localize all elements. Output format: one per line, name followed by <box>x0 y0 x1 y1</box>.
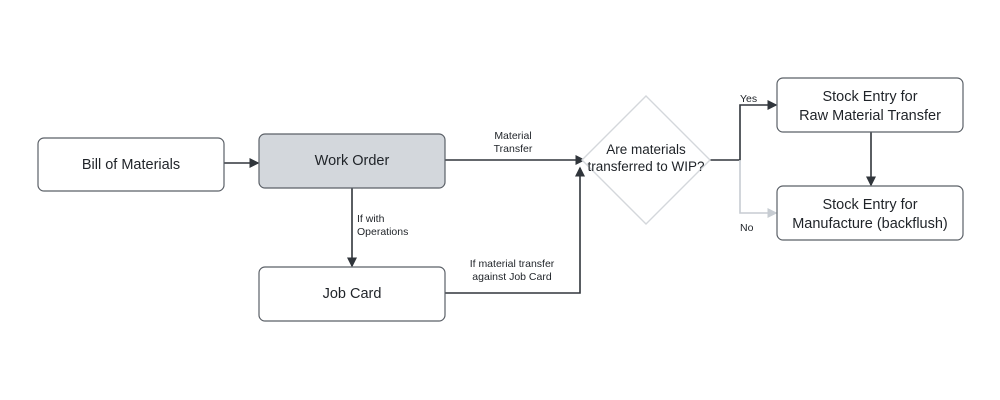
edge-decision-yes <box>708 100 778 161</box>
node-stock-entry-raw-material[interactable]: Stock Entry for Raw Material Transfer <box>776 77 964 133</box>
edge-decision-no <box>739 160 778 218</box>
node-work-order-label: Work Order <box>315 153 390 169</box>
edge-label-job-card-transfer-line2: against Job Card <box>472 271 552 283</box>
edge-label-material-transfer-line2: Transfer <box>494 143 533 155</box>
edge-label-material-transfer-line1: Material <box>494 130 531 142</box>
node-stock-entry-raw-material-line2: Raw Material Transfer <box>799 108 941 124</box>
edge-label-yes: Yes <box>740 93 757 105</box>
node-work-order[interactable]: Work Order <box>258 133 446 189</box>
node-bill-of-materials-label: Bill of Materials <box>82 157 180 173</box>
node-bill-of-materials[interactable]: Bill of Materials <box>37 137 225 192</box>
edge-label-job-card-transfer-line1: If material transfer <box>470 258 555 270</box>
node-decision-label-line1: Are materials <box>606 142 686 157</box>
edge-label-if-operations-line1: If with <box>357 213 385 225</box>
node-stock-entry-manufacture-line1: Stock Entry for <box>822 197 917 213</box>
node-job-card-label: Job Card <box>323 286 382 302</box>
node-stock-entry-manufacture[interactable]: Stock Entry for Manufacture (backflush) <box>776 185 964 241</box>
edge-label-no: No <box>740 222 754 234</box>
node-decision-label-line2: transferred to WIP? <box>587 159 704 174</box>
node-decision[interactable]: Are materials transferred to WIP? <box>581 95 711 225</box>
node-stock-entry-raw-material-line1: Stock Entry for <box>822 89 917 105</box>
edge-job-card-to-decision <box>445 166 585 294</box>
node-job-card[interactable]: Job Card <box>258 266 446 322</box>
node-stock-entry-manufacture-line2: Manufacture (backflush) <box>792 216 948 232</box>
edge-label-if-operations-line2: Operations <box>357 226 408 238</box>
